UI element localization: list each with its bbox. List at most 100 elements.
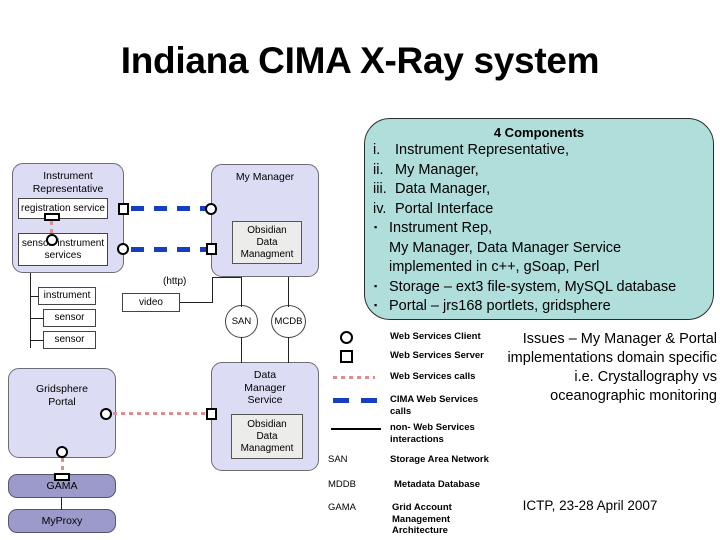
legend-label: Web Services calls [390, 371, 476, 382]
ws-server-port-icon [44, 213, 60, 221]
legend-label: CIMA Web Services calls [390, 394, 479, 417]
data-manager-obsidian-box: Obsidian Data Managment [231, 414, 303, 459]
issues-text-block: Issues – My Manager & Portal implementat… [455, 330, 717, 406]
footer-text: ICTP, 23-28 April 2007 [522, 498, 658, 513]
list-marker: iv. [373, 200, 387, 217]
my-manager-obsidian-box: Obsidian Data Managment [232, 221, 302, 264]
portal-dms-ws-connector [113, 412, 206, 415]
gama-server-port-icon [54, 473, 70, 481]
myproxy-box: MyProxy [8, 509, 116, 533]
list-item: Instrument Rep, My Manager, Data Manager… [373, 218, 705, 278]
legend-label: Grid Account Management Architecture [392, 502, 452, 536]
obsidian-line3: Managment [240, 248, 294, 260]
list-item: ii.My Manager, [373, 161, 705, 181]
obsidian-line3: Managment [240, 442, 294, 454]
portal-gama-client-port-icon [56, 446, 68, 458]
registration-service-box: registration service [18, 198, 108, 219]
cima-ws-connector-bottom [131, 247, 211, 252]
san-link-lower [241, 337, 243, 363]
dms-title-line3: Service [247, 394, 283, 406]
mddb-abbrev-label: MDDB [328, 479, 356, 490]
square-icon [340, 350, 353, 363]
legend-row: CIMA Web Services calls [328, 393, 498, 417]
gama-ws-connector [61, 458, 64, 476]
portal-client-port-icon [100, 408, 112, 420]
solid-line-icon [331, 428, 381, 430]
mcdb-link-lower [288, 337, 290, 363]
san-node: SAN [225, 305, 258, 338]
obsidian-line2: Data [256, 430, 278, 442]
web-services-call-connector [50, 221, 53, 239]
legend-row: non- Web Services interactions [328, 421, 498, 445]
device-tree-trunk [30, 273, 32, 348]
dms-server-port-icon [206, 408, 217, 420]
ir-title-line1: Instrument [43, 170, 93, 182]
legend-label: Storage Area Network [390, 454, 489, 465]
video-box: video [122, 293, 180, 312]
page-title: Indiana CIMA X-Ray system [120, 40, 600, 81]
portal-title-line1: Gridsphere [36, 383, 88, 395]
bullet-line: implemented in c++, gSoap, Perl [389, 259, 600, 275]
device-instrument-box: instrument [38, 287, 96, 305]
bullet-line: Storage – ext3 file-system, MySQL databa… [389, 278, 677, 295]
legend-label: Metadata Database [394, 479, 481, 490]
issues-line: Issues – My Manager & Portal [522, 331, 717, 347]
legend-row: Web Services Server [328, 349, 498, 366]
issues-line: implementations domain specific [507, 350, 717, 366]
video-link-h1 [180, 302, 213, 304]
san-abbrev-label: SAN [328, 454, 348, 465]
list-label: Data Manager, [395, 181, 491, 197]
red-dotted-line-icon [333, 376, 375, 379]
legend-label: Web Services Client [390, 331, 481, 342]
san-link-upper [241, 277, 243, 307]
list-marker: i. [373, 142, 381, 158]
bullet-line: My Manager, Data Manager Service [389, 239, 622, 256]
components-numbered-list: i. Instrument Representative, ii.My Manag… [373, 141, 705, 219]
sensor-services-line2: services [44, 249, 82, 261]
mm-server-port-icon [206, 243, 217, 255]
list-item: i. Instrument Representative, [373, 141, 705, 161]
obsidian-line1: Obsidian [247, 224, 287, 236]
list-marker: ii. [373, 161, 384, 178]
list-item: iv.Portal Interface [373, 200, 705, 220]
ir-title-line2: Representative [32, 182, 104, 195]
http-label: (http) [163, 276, 187, 287]
device-sensor-box-1: sensor [43, 309, 96, 327]
mm-client-port-icon [205, 203, 217, 215]
issues-line: oceanographic monitoring [550, 388, 717, 404]
list-marker: iii. [373, 181, 387, 197]
dms-title-line2: Manager [244, 381, 286, 394]
ir-client-port-icon [117, 243, 129, 255]
components-callout: 4 Components i.Instrument Representative… [364, 118, 714, 320]
ir-server-port-icon [118, 203, 129, 215]
list-item: iii. Data Manager, [373, 180, 705, 200]
mm-title: My Manager [235, 171, 295, 183]
blue-dashed-line-icon [333, 398, 379, 403]
video-link-v [212, 277, 214, 303]
legend-row: MDDB Metadata Database [328, 478, 498, 495]
issues-line: i.e. Crystallography vs [574, 369, 717, 385]
video-link-h2 [212, 277, 242, 279]
dms-title-line1: Data [253, 369, 277, 381]
device-tree-branch [30, 296, 39, 298]
device-sensor-box-2: sensor [43, 331, 96, 349]
list-item: Portal – jrs168 portlets, gridsphere [373, 296, 705, 317]
sensor-instrument-services-box: sensor/ instrument services [18, 233, 108, 266]
list-item: Storage – ext3 file-system, MySQL databa… [373, 277, 705, 298]
gama-myproxy-link [61, 497, 63, 510]
device-tree-branch [30, 340, 44, 342]
list-label: Instrument Representative, [395, 142, 570, 158]
ws-client-port-icon [46, 234, 58, 246]
legend-label: non- Web Services interactions [390, 422, 475, 445]
components-bullet-list: Instrument Rep, My Manager, Data Manager… [373, 218, 705, 317]
device-tree-branch [30, 318, 44, 320]
legend-row: GAMA Grid Account Management Architectur… [328, 501, 498, 537]
legend-row: Web Services calls [328, 370, 498, 387]
mcdb-link-upper [288, 277, 290, 307]
obsidian-line2: Data [256, 236, 278, 248]
legend-row: Web Services Client [328, 330, 498, 347]
legend-row: SAN Storage Area Network [328, 453, 498, 470]
cima-ws-connector-top [131, 206, 211, 211]
sensor-services-line1: sensor/ instrument [21, 237, 105, 249]
